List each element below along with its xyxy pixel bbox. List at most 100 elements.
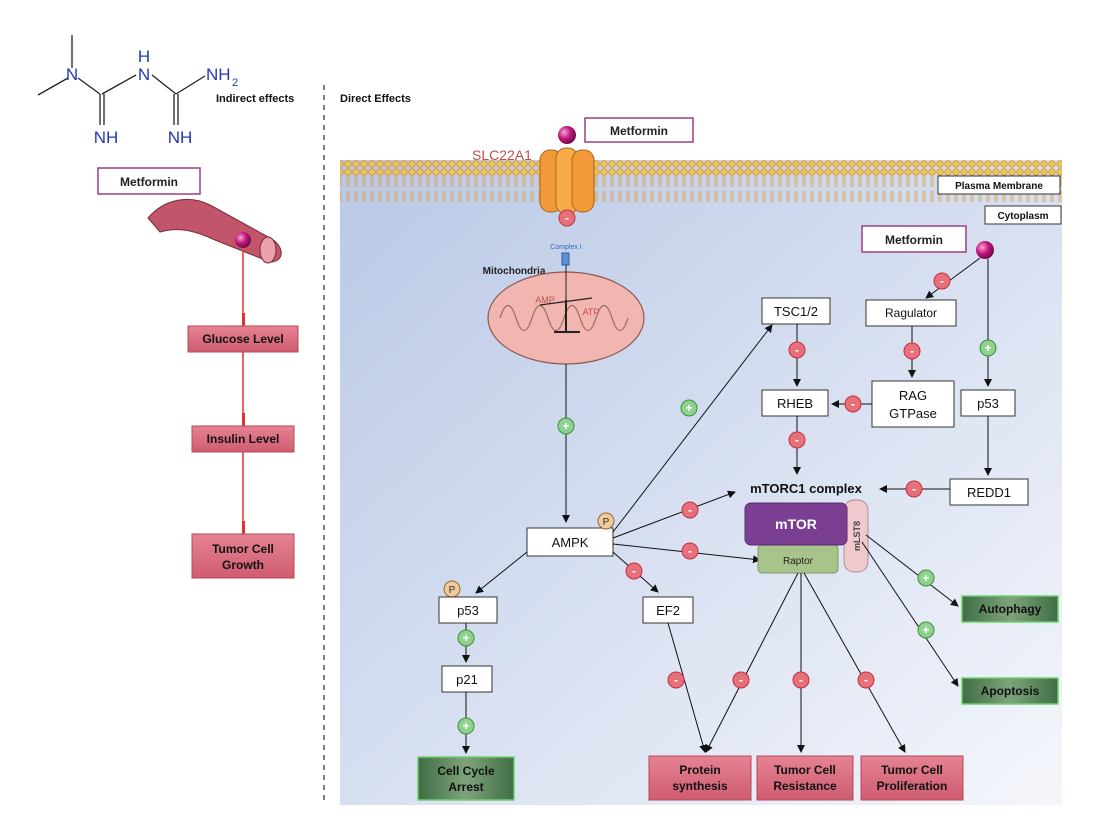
svg-text:Protein: Protein bbox=[679, 763, 720, 777]
raptor-label: Raptor bbox=[783, 556, 814, 567]
inhibit-badge: - bbox=[667, 671, 685, 689]
ampk-box: AMPK bbox=[526, 527, 614, 557]
svg-text:GTPase: GTPase bbox=[889, 406, 937, 421]
inhibit-badge: - bbox=[792, 671, 810, 689]
svg-text:synthesis: synthesis bbox=[672, 779, 728, 793]
svg-text:+: + bbox=[685, 401, 692, 415]
inhibit-badge: - bbox=[558, 209, 576, 227]
inhibit-badge: - bbox=[625, 562, 643, 580]
svg-text:+: + bbox=[922, 623, 929, 637]
svg-text:Glucose Level: Glucose Level bbox=[202, 332, 283, 346]
svg-text:Proliferation: Proliferation bbox=[877, 779, 948, 793]
svg-text:-: - bbox=[674, 673, 678, 687]
svg-text:Metformin: Metformin bbox=[885, 233, 943, 247]
slc22a1-label: SLC22A1 bbox=[472, 147, 532, 163]
inhibit-badge: - bbox=[788, 341, 806, 359]
svg-text:-: - bbox=[799, 673, 803, 687]
p21-box: p21 bbox=[441, 665, 493, 693]
rheb-box: RHEB bbox=[761, 389, 829, 417]
svg-text:-: - bbox=[795, 433, 799, 447]
mtorc1-complex bbox=[744, 499, 869, 574]
plasma-membrane-label: Plasma Membrane bbox=[937, 175, 1061, 195]
svg-text:EF2: EF2 bbox=[656, 603, 680, 618]
activate-badge: + bbox=[557, 417, 575, 435]
p53-box-right: p53 bbox=[960, 389, 1016, 417]
inhibit-badge: - bbox=[681, 542, 699, 560]
svg-text:-: - bbox=[864, 673, 868, 687]
svg-text:-: - bbox=[940, 274, 944, 288]
svg-text:TSC1/2: TSC1/2 bbox=[774, 304, 818, 319]
svg-text:-: - bbox=[565, 211, 569, 225]
svg-text:-: - bbox=[688, 503, 692, 517]
atom-nh2-subscript: 2 bbox=[232, 77, 238, 89]
svg-text:Growth: Growth bbox=[222, 558, 264, 572]
svg-text:Metformin: Metformin bbox=[610, 124, 668, 138]
autophagy-box: Autophagy bbox=[961, 595, 1059, 623]
tsc-box: TSC1/2 bbox=[761, 297, 831, 325]
svg-text:p21: p21 bbox=[456, 672, 478, 687]
arrow-ef2-protein bbox=[667, 622, 707, 753]
svg-text:Tumor Cell: Tumor Cell bbox=[774, 763, 836, 777]
atp-label: ATP bbox=[583, 307, 600, 317]
svg-text:-: - bbox=[912, 482, 916, 496]
svg-text:+: + bbox=[922, 571, 929, 585]
protein-synthesis-box: Protein synthesis bbox=[648, 755, 752, 801]
svg-text:p53: p53 bbox=[977, 396, 999, 411]
complex-i-icon bbox=[561, 252, 570, 266]
svg-text:Ragulator: Ragulator bbox=[885, 306, 937, 320]
svg-text:RHEB: RHEB bbox=[777, 396, 813, 411]
inhibit-badge: - bbox=[844, 395, 862, 413]
arrow-ampk-mtorc1 bbox=[612, 490, 736, 539]
svg-text:Apoptosis: Apoptosis bbox=[981, 684, 1040, 698]
metformin-label-right: Metformin bbox=[861, 225, 967, 253]
ragulator-box: Ragulator bbox=[865, 299, 957, 327]
arrow-ampk-tsc bbox=[612, 324, 773, 533]
atom-nh-left: NH bbox=[94, 128, 119, 147]
inhibit-badge: - bbox=[903, 342, 921, 360]
mtorc1-complex-label: mTORC1 complex bbox=[750, 481, 863, 496]
metformin-molecule-top bbox=[558, 126, 576, 144]
ef2-box: EF2 bbox=[642, 596, 694, 624]
svg-text:REDD1: REDD1 bbox=[967, 485, 1011, 500]
blood-vessel-icon bbox=[147, 198, 282, 264]
arrow-mtorc1-autophagy bbox=[865, 534, 959, 607]
activate-badge: + bbox=[457, 717, 475, 735]
svg-text:P: P bbox=[603, 517, 610, 528]
phosphate-badge-ampk: P bbox=[597, 512, 615, 530]
activate-badge: + bbox=[457, 629, 475, 647]
p53-box-left: p53 bbox=[438, 596, 498, 624]
atom-n2: N bbox=[138, 65, 150, 84]
arrow-metformin-ragulator bbox=[925, 257, 981, 299]
insulin-level-box: Insulin Level bbox=[191, 425, 295, 453]
arrow-mtorc1-apoptosis bbox=[861, 541, 959, 687]
tumor-cell-resistance-box: Tumor Cell Resistance bbox=[756, 755, 854, 801]
svg-text:Insulin Level: Insulin Level bbox=[207, 432, 280, 446]
phosphate-badge-p53: P bbox=[443, 580, 461, 598]
svg-text:-: - bbox=[910, 344, 914, 358]
svg-text:Autophagy: Autophagy bbox=[979, 602, 1042, 616]
arrow-mtorc1-protein bbox=[705, 572, 799, 753]
svg-text:+: + bbox=[462, 631, 469, 645]
svg-text:Metformin: Metformin bbox=[120, 175, 178, 189]
tumor-cell-growth-box: Tumor Cell Growth bbox=[191, 533, 295, 579]
activate-badge: + bbox=[917, 569, 935, 587]
atom-nh2: NH bbox=[206, 65, 231, 84]
cytoplasm-label: Cytoplasm bbox=[984, 205, 1062, 225]
metformin-label-top: Metformin bbox=[584, 117, 694, 143]
arrow-mtorc1-proliferation bbox=[803, 572, 906, 753]
activate-badge: + bbox=[680, 399, 698, 417]
activate-badge: + bbox=[917, 621, 935, 639]
svg-text:RAG: RAG bbox=[899, 388, 927, 403]
svg-text:+: + bbox=[562, 419, 569, 433]
svg-text:-: - bbox=[632, 564, 636, 578]
mitochondria-label: Mitochondria bbox=[483, 266, 546, 277]
inhibit-badge: - bbox=[905, 480, 923, 498]
metformin-structure bbox=[37, 35, 206, 125]
svg-text:-: - bbox=[739, 673, 743, 687]
heading-direct-effects: Direct Effects bbox=[340, 93, 411, 105]
svg-text:Cytoplasm: Cytoplasm bbox=[997, 211, 1048, 222]
cell-cytoplasm-area bbox=[340, 160, 1062, 805]
metformin-molecule-right bbox=[976, 241, 994, 259]
svg-text:-: - bbox=[795, 343, 799, 357]
